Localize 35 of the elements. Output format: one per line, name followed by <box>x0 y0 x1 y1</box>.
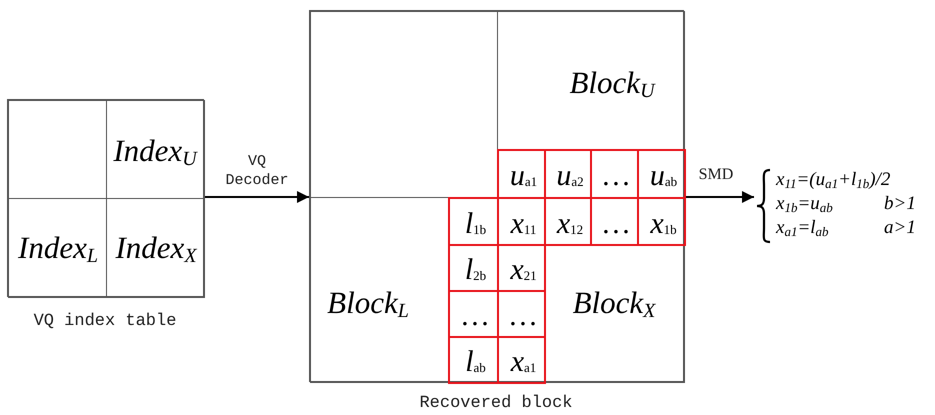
block-region <box>106 100 205 199</box>
empty-region <box>310 11 498 198</box>
block-region <box>310 197 498 383</box>
node-label: Recovered block <box>419 393 573 415</box>
cell-symbol: … <box>462 301 489 331</box>
pixel-cell <box>637 197 686 246</box>
block-region <box>8 198 107 298</box>
block-label: Block$_{X}$ <box>572 286 656 318</box>
pixel-cell <box>637 149 686 199</box>
cell-symbol: … <box>510 301 537 331</box>
block-label: Index$_{U}$ <box>113 134 197 166</box>
recovered-block <box>309 10 684 382</box>
pixel-cell <box>448 197 499 246</box>
node-label: VQ index table <box>34 311 176 333</box>
block-label: Index$_{X}$ <box>115 232 197 262</box>
pixel-cell <box>497 336 546 384</box>
equation: x$_{11}$=(u$_{a1}$+l$_{1b}$)/2 <box>776 170 890 189</box>
condition: b>1 <box>884 194 916 213</box>
index-table <box>7 99 204 297</box>
cell-symbol: … <box>603 208 630 238</box>
equation: x$_{a1}$=l$_{ab}$ <box>776 218 829 237</box>
arrow <box>204 191 309 203</box>
block-region <box>497 11 685 198</box>
equation: x$_{1b}$=u$_{ab}$ <box>776 194 833 213</box>
empty-region <box>8 100 107 199</box>
block-region <box>497 197 685 383</box>
block-region <box>106 198 205 298</box>
block-label: Block$_{L}$ <box>327 286 409 318</box>
block-label: Block$_{U}$ <box>569 66 655 98</box>
condition: a>1 <box>884 218 916 237</box>
pixel-cell <box>448 336 499 384</box>
cell-symbol: … <box>603 161 630 191</box>
block-label: Index$_{L}$ <box>18 232 98 262</box>
arrow <box>684 191 754 203</box>
pixel-cell <box>497 149 546 199</box>
